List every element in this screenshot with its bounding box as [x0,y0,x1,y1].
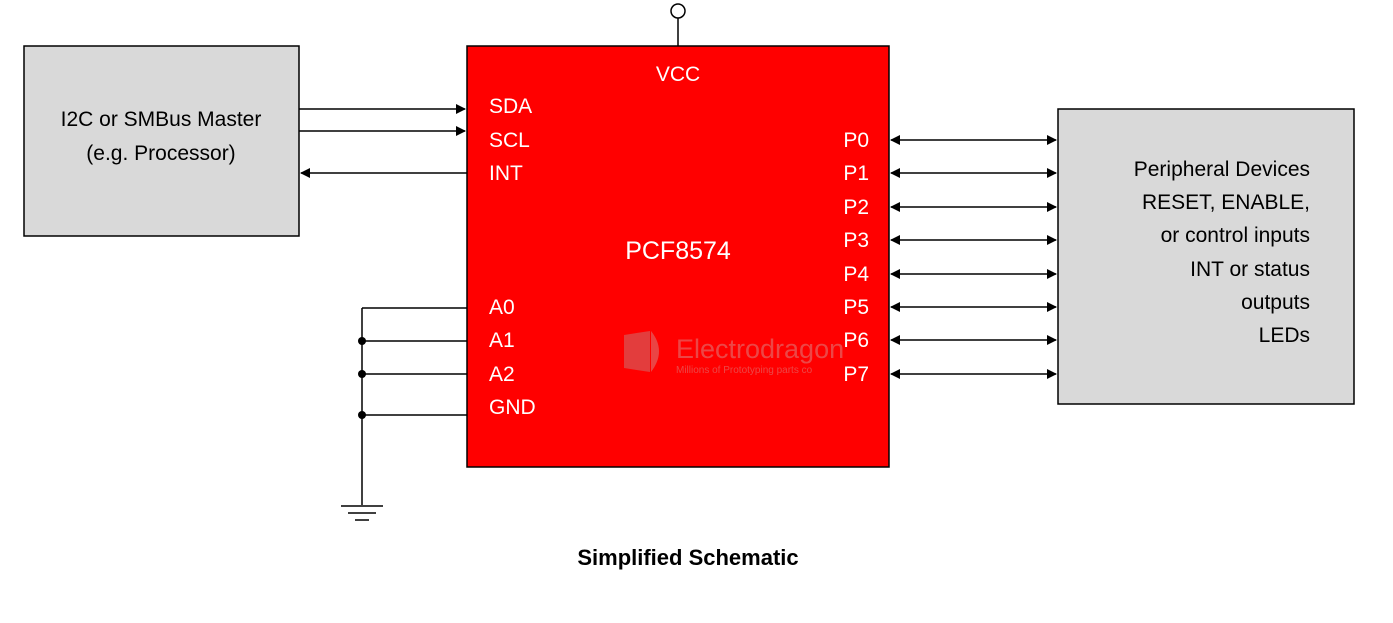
electrodragon-watermark: Electrodragon Millions of Prototyping pa… [624,331,844,376]
junction-dot [358,370,366,378]
address-ground-wiring [341,307,467,521]
master-box: I2C or SMBus Master (e.g. Processor) [23,45,300,237]
pin-label-p3: P3 [843,229,869,252]
pin-label-int: INT [489,162,523,185]
vcc-terminal-icon [670,3,686,19]
peripheral-box: Peripheral Devices RESET, ENABLE, or con… [1057,108,1355,405]
chip-name: PCF8574 [625,237,731,265]
bus-lines [299,104,467,178]
diagram-caption: Simplified Schematic [577,545,798,570]
peripheral-label-line2: RESET, ENABLE, [1142,191,1310,214]
pcf8574-chip: VCC PCF8574 SDA SCL INT A0 A1 A2 GND P0 … [466,45,890,468]
peripheral-label-line6: LEDs [1259,324,1310,347]
pin-label-scl: SCL [489,129,530,152]
pin-label-p1: P1 [843,162,869,185]
master-label-line1: I2C or SMBus Master [61,108,262,131]
watermark-tagline: Millions of Prototyping parts co [676,365,813,376]
port-lines [890,135,1057,379]
vcc-supply [670,3,686,46]
peripheral-label-line5: outputs [1241,291,1310,314]
pin-label-a0: A0 [489,296,515,319]
watermark-name: Electrodragon [676,334,844,364]
pin-label-gnd: GND [489,396,536,419]
pin-label-p4: P4 [843,263,869,286]
pin-label-p7: P7 [843,363,869,386]
vcc-pin-label: VCC [656,63,700,86]
peripheral-label-line4: INT or status [1190,258,1310,281]
pin-label-p0: P0 [843,129,869,152]
pin-label-p5: P5 [843,296,869,319]
pin-label-p2: P2 [843,196,869,219]
pin-label-sda: SDA [489,95,532,118]
pin-label-a1: A1 [489,329,515,352]
master-label-line2: (e.g. Processor) [86,142,235,165]
junction-dot [358,411,366,419]
pin-label-a2: A2 [489,363,515,386]
watermark-logo-icon [624,331,659,372]
peripheral-label-line3: or control inputs [1161,224,1310,247]
ground-symbol-icon [341,505,383,521]
junction-dot [358,337,366,345]
peripheral-label-line1: Peripheral Devices [1134,158,1310,181]
pin-label-p6: P6 [843,329,869,352]
